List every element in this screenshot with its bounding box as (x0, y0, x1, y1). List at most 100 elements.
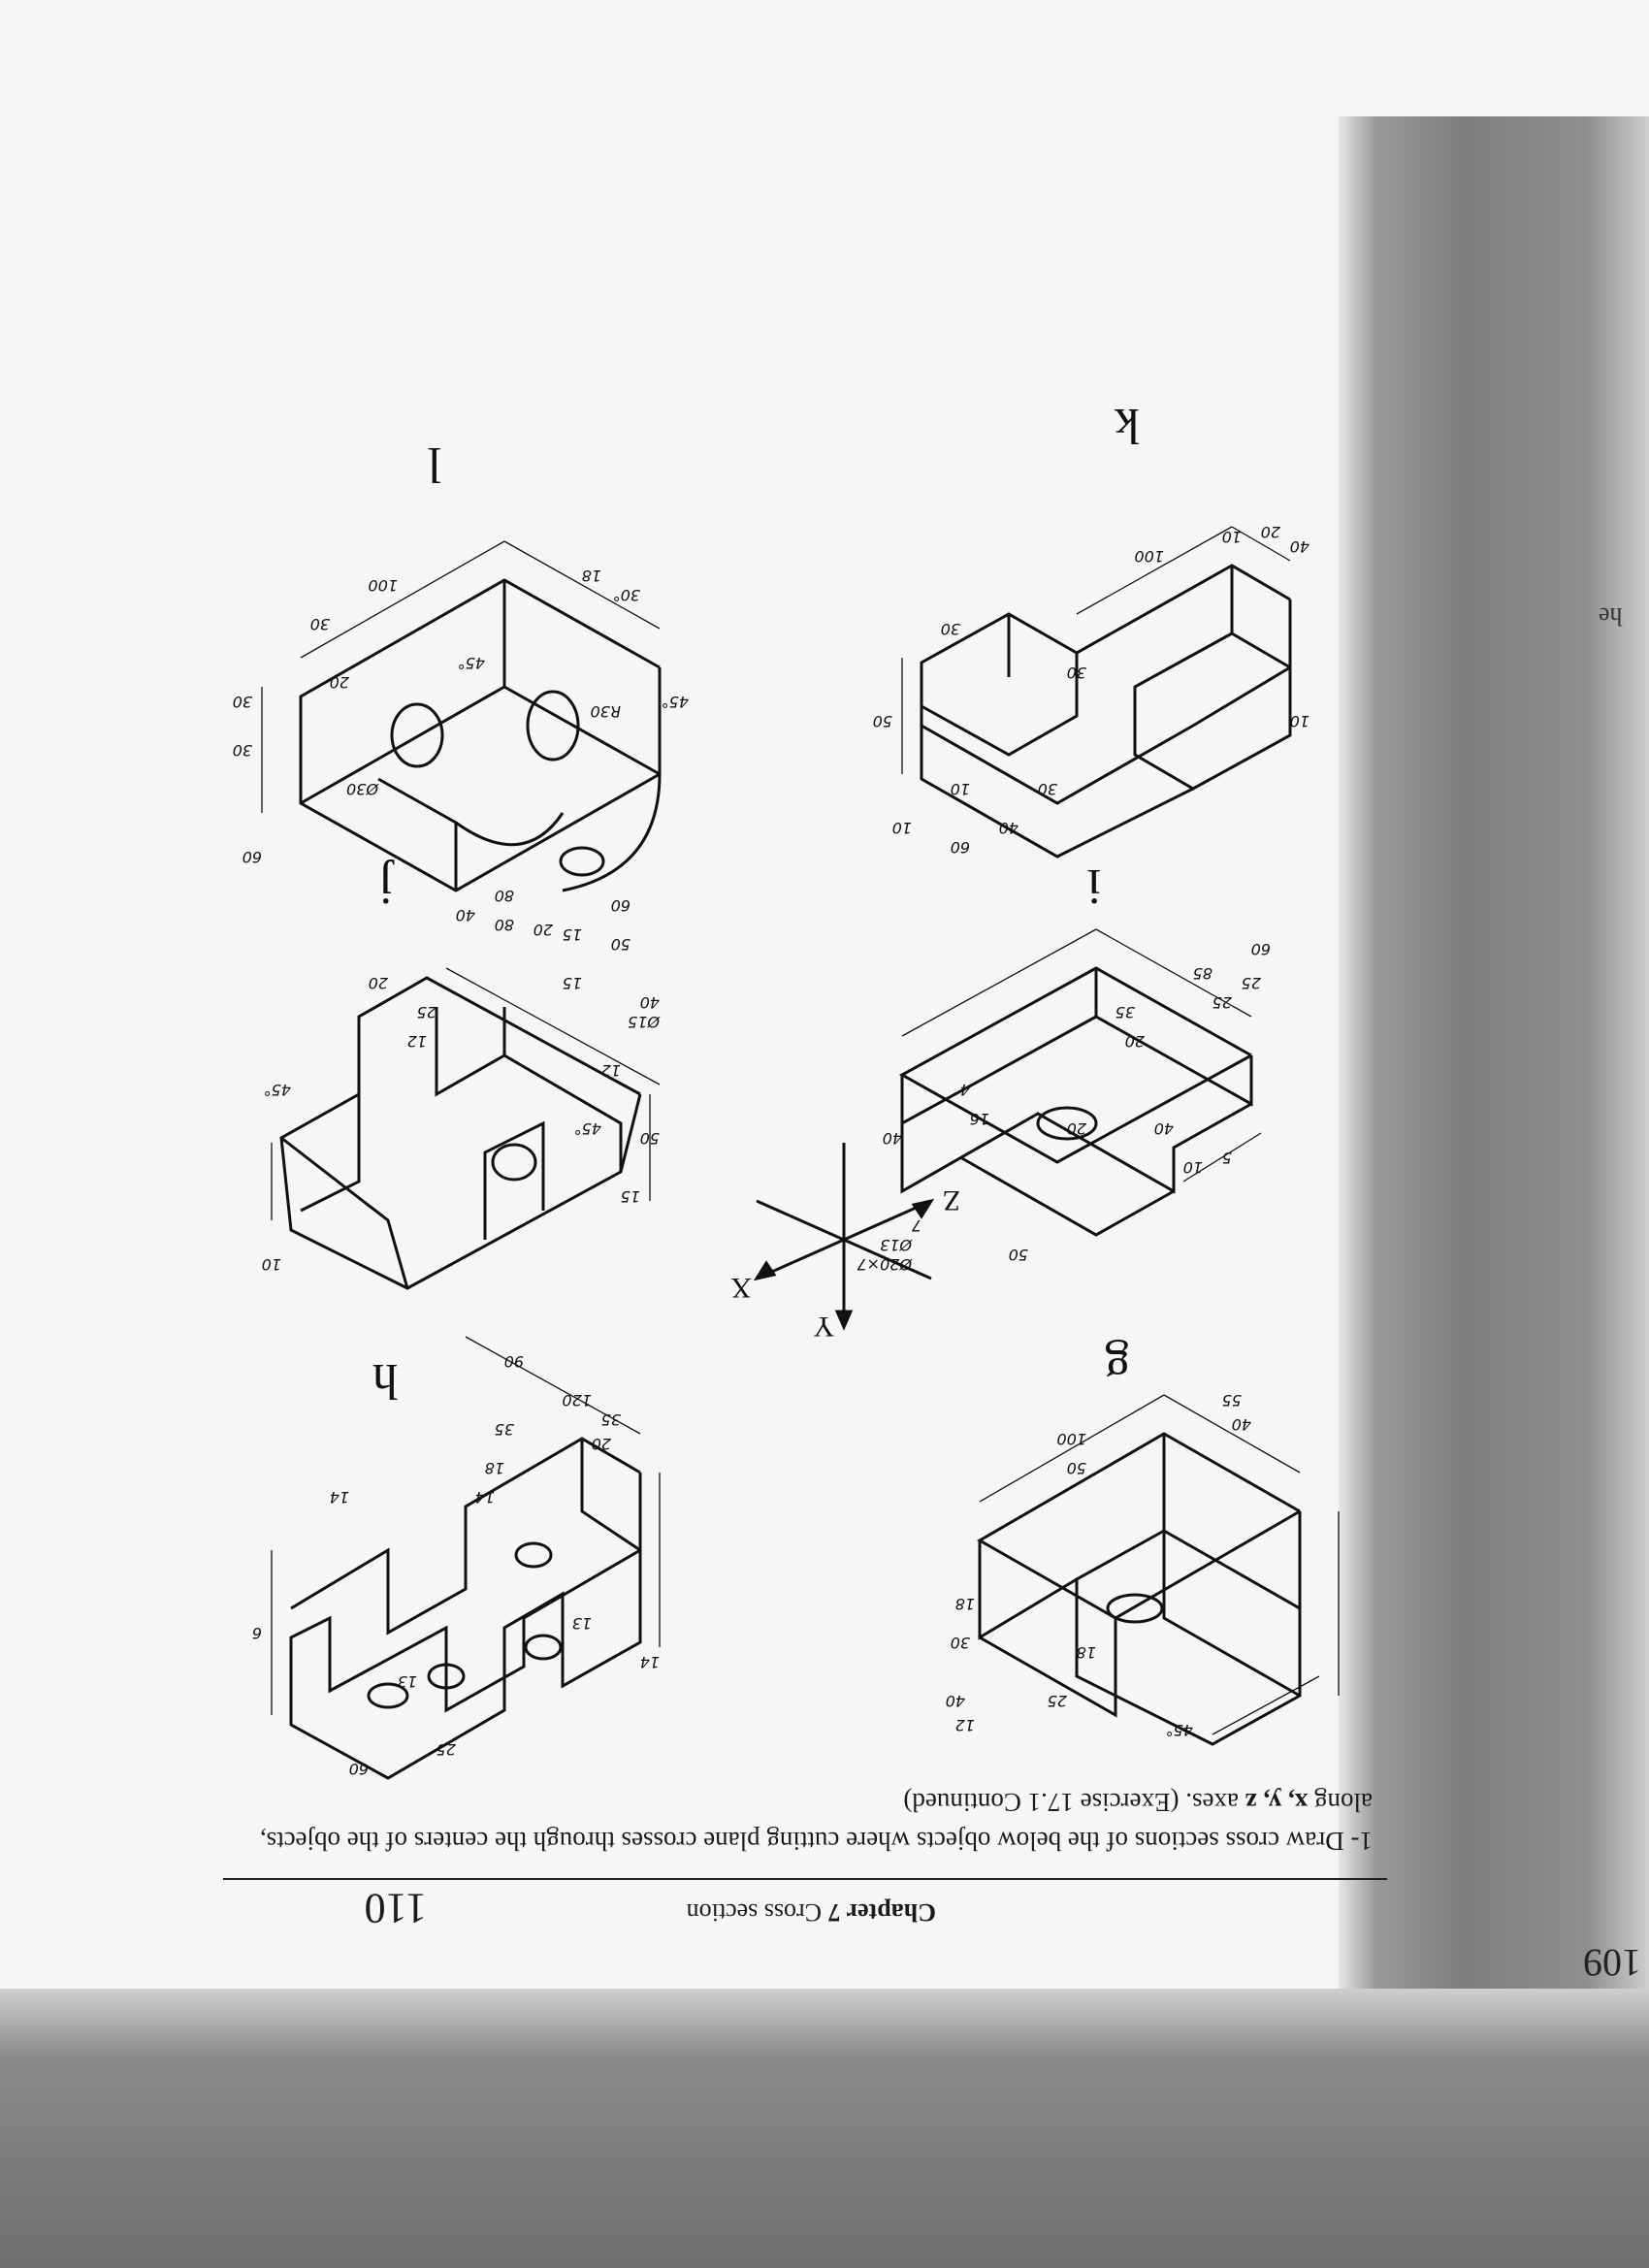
figure-h-label: h (372, 1353, 398, 1409)
axis-y-label: Y (813, 1311, 834, 1343)
figure-k-dim-40b: 40 (999, 819, 1018, 837)
figure-i-dim-35: 35 (1116, 1003, 1135, 1021)
figure-h-dim-35: 35 (601, 1410, 621, 1429)
figure-l-angle-30: 30° (613, 586, 640, 604)
figure-j-dim-20: 20 (534, 921, 553, 939)
header-rule (223, 1878, 1387, 1880)
figure-l-dim-30c: 30 (310, 615, 330, 633)
page-number: 110 (364, 1885, 427, 1932)
chapter-label: Chapter 7 (827, 1898, 936, 1927)
figure-i-dim-25b: 25 (1242, 974, 1261, 992)
figure-j-dim-25: 25 (417, 1003, 436, 1021)
figure-i-dim-4: 4 (960, 1081, 970, 1099)
figure-k-dim-40: 40 (1290, 537, 1310, 556)
exercise-instruction: 1- Draw cross sections of the below obje… (257, 1783, 1373, 1861)
figure-j-dim-50: 50 (611, 935, 630, 954)
scanner-shadow-right (1339, 116, 1649, 1989)
figure-k-label: k (1115, 398, 1140, 453)
figure-g-dim-55: 55 (1222, 1391, 1242, 1409)
figure-l-dim-20: 20 (330, 673, 349, 692)
figure-g-dim-40b: 40 (946, 1692, 965, 1710)
figure-h-dim-13b: 13 (398, 1672, 417, 1691)
figure-i-dim-40b: 40 (883, 1129, 902, 1148)
figure-l-dim-r30: R30 (591, 702, 621, 721)
figure-i-dim-60: 60 (1251, 940, 1271, 958)
figure-l-angle-45: 45° (458, 654, 485, 672)
figure-i-dim-16: 16 (970, 1110, 989, 1128)
figure-g-label: g (1105, 1339, 1130, 1394)
axis-z-label: Z (943, 1184, 960, 1216)
figure-g-dim-25: 25 (1048, 1692, 1067, 1710)
figure-l-label: l (427, 437, 441, 492)
figure-k-dim-10d: 10 (892, 819, 912, 837)
figure-i-dim-dia13: Ø13 (880, 1236, 913, 1254)
figure-g-dim-40: 40 (1232, 1415, 1251, 1434)
figure-g-dim-100: 100 (1056, 1430, 1086, 1448)
figure-l-dim-30b: 30 (233, 693, 252, 711)
scanner-shadow-bottom (0, 1989, 1649, 2268)
figure-j-dim-dia15: Ø15 (628, 1013, 661, 1031)
figure-k-dim-10c: 10 (1290, 712, 1310, 730)
exercise-text-b: axes. (Exercise 17.1 Continued) (903, 1788, 1239, 1817)
figure-j-dim-15b: 15 (563, 974, 582, 992)
figure-j-angle-45: 45° (574, 1119, 601, 1138)
figure-l-dim-30: 30 (233, 741, 252, 760)
figure-l-dim-60b: 60 (611, 896, 630, 915)
figure-i-drawing: 85 60 35 25 25 20 20 40 10 5 16 40 4 7 5… (857, 928, 1271, 1274)
figure-j-dim-15c: 15 (621, 1187, 640, 1206)
axes-icon: Y X Z (730, 1143, 960, 1343)
figure-l-drawing: 100 30 30 30 20 18 30° 45° Ø30 R30 60 40… (233, 540, 689, 924)
figure-j-dim-20b: 20 (369, 974, 388, 992)
figure-h-dim-60b: 60 (349, 1760, 369, 1778)
figure-j-angle-45b: 45° (264, 1081, 291, 1099)
figure-j-dim-80: 80 (495, 916, 514, 934)
figure-i-dim-20b: 20 (1067, 1119, 1086, 1138)
figure-g-dim-30: 30 (951, 1634, 970, 1652)
figure-l-dim-dia30: Ø30 (346, 780, 379, 798)
figure-g-dim-18b: 18 (1077, 1643, 1096, 1662)
figure-i-dim-20: 20 (1125, 1032, 1145, 1051)
figure-j-dim-12b: 12 (601, 1061, 621, 1080)
figure-l-angle-45b: 45° (662, 693, 689, 711)
figure-k-dim-100: 100 (1134, 547, 1164, 566)
figure-h-dim-60: 60 (252, 1624, 262, 1642)
figure-h-dim-25: 25 (436, 1740, 456, 1759)
figure-i-dim-7: 7 (911, 1216, 922, 1235)
running-head: Chapter 7 Cross section (687, 1897, 936, 1927)
figure-k-drawing: 100 50 30 30 10 40 20 10 10 60 40 30 10 (873, 523, 1310, 859)
figure-h-dim-35b: 35 (495, 1420, 514, 1439)
figure-h-dim-14c: 14 (640, 1653, 660, 1671)
figure-i-dim-85: 85 (1193, 964, 1212, 983)
figure-h-dim-14b: 14 (330, 1488, 349, 1507)
figure-i-dim-10: 10 (1183, 1158, 1203, 1177)
figure-k-dim-60: 60 (951, 838, 970, 857)
figure-j-dim-50b: 50 (640, 1129, 660, 1148)
figure-g-drawing: 100 50 40 55 30 18 18 25 40 12 45° (946, 1391, 1340, 1746)
figure-k-dim-10b: 10 (951, 780, 970, 798)
figure-l-dim-60: 60 (242, 848, 262, 866)
axis-x-label: X (730, 1272, 752, 1304)
figure-i-dim-5: 5 (1222, 1149, 1232, 1167)
figure-h-dim-13: 13 (572, 1614, 592, 1633)
figure-h-dim-90: 90 (504, 1352, 524, 1371)
figure-h-drawing: 120 90 35 20 35 18 14 13 13 14 60 60 25 … (252, 1336, 661, 1780)
figure-j-drawing: 80 50 15 20 25 20 12 15 Ø15 40 12 50 45°… (262, 916, 661, 1290)
figure-j-dim-15: 15 (563, 925, 582, 944)
figure-l-dim-100: 100 (368, 576, 398, 595)
figure-h-dim-14: 14 (475, 1488, 495, 1507)
figure-k-dim-50: 50 (873, 712, 892, 730)
figure-i-label: i (1086, 859, 1101, 914)
figure-k-dim-30b: 30 (941, 620, 960, 638)
figure-k-dim-30c: 30 (1038, 780, 1057, 798)
figure-h-dim-20: 20 (592, 1435, 611, 1453)
figure-j-dim-12: 12 (407, 1032, 427, 1051)
figure-g-angle-45: 45° (1166, 1721, 1193, 1739)
figure-i-dim-50: 50 (1009, 1246, 1028, 1264)
figure-i-dim-25: 25 (1212, 993, 1232, 1012)
figure-g-dim-50: 50 (1067, 1459, 1086, 1477)
figure-l-dim-40: 40 (456, 906, 475, 924)
figure-j-dim-40: 40 (640, 993, 660, 1012)
figure-i-dim-40: 40 (1154, 1119, 1174, 1138)
exercise-number: 1- (1350, 1827, 1374, 1856)
